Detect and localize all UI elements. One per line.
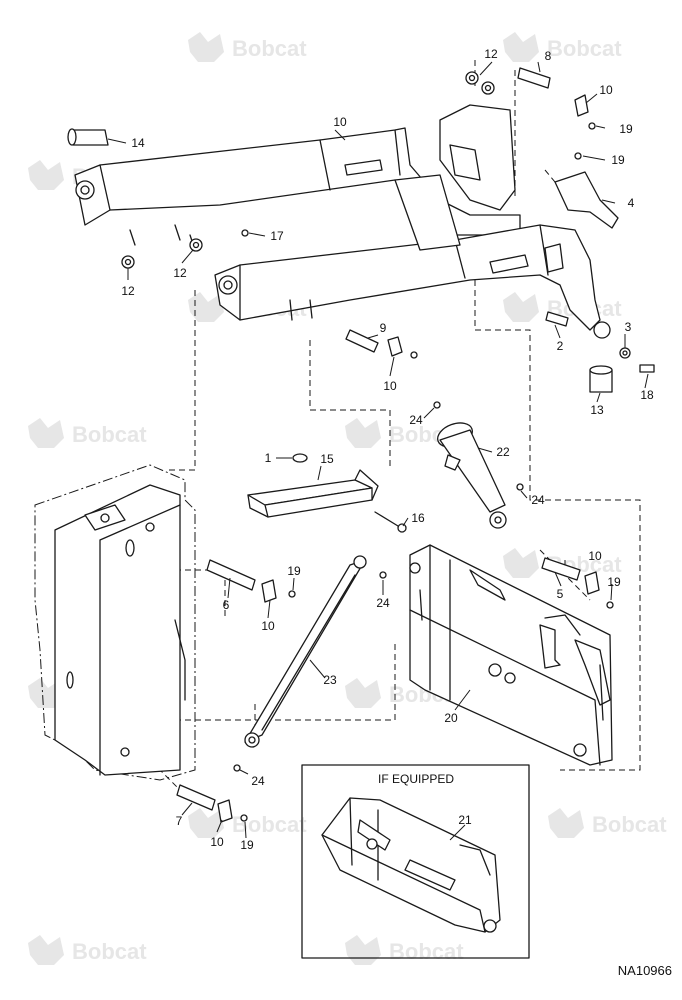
watermark: Bobcat — [188, 32, 307, 62]
callout-18: 18 — [640, 388, 654, 402]
cross-tube — [247, 469, 379, 518]
bobcat-logo-icon — [188, 292, 224, 322]
bobcat-logo-icon — [345, 935, 381, 965]
callout-20: 20 — [444, 711, 458, 725]
callout-19: 19 — [287, 564, 301, 578]
watermark-text: Bobcat — [232, 36, 307, 61]
callout-labels: 10 12 8 10 19 19 4 14 17 12 12 9 10 2 3 … — [121, 47, 654, 852]
watermark: Bobcat — [345, 935, 464, 965]
callout-4: 4 — [628, 196, 635, 210]
callout-2: 2 — [557, 339, 564, 353]
bob-tach-plate — [409, 544, 613, 766]
callout-24: 24 — [531, 493, 545, 507]
tilt-cylinder — [437, 422, 507, 529]
callout-1: 1 — [265, 451, 272, 465]
callout-19: 19 — [611, 153, 625, 167]
bob-tach-power-plate — [321, 797, 501, 933]
callout-24: 24 — [376, 596, 390, 610]
callout-11: 10 — [333, 115, 347, 129]
watermark-text: Bobcat — [389, 939, 464, 964]
bobcat-logo-icon — [503, 292, 539, 322]
watermark-text: Bobcat — [72, 939, 147, 964]
bobcat-logo-icon — [503, 548, 539, 578]
callout-10: 10 — [599, 83, 613, 97]
watermark: Bobcat — [548, 808, 667, 838]
callout-10: 10 — [210, 835, 224, 849]
bobcat-logo-icon — [28, 418, 64, 448]
callout-13: 13 — [590, 403, 604, 417]
inset-title: IF EQUIPPED — [378, 772, 454, 786]
callout-19: 19 — [607, 575, 621, 589]
callout-10: 10 — [588, 549, 602, 563]
callout-21: 21 — [458, 813, 472, 827]
bobcat-logo-icon — [28, 160, 64, 190]
callout-24: 24 — [251, 774, 265, 788]
watermark: Bobcat — [503, 32, 622, 62]
bobcat-logo-icon — [345, 418, 381, 448]
if-equipped-inset — [301, 764, 530, 959]
bobcat-logo-icon — [548, 808, 584, 838]
hardware-parts — [67, 67, 655, 823]
watermark-text: Bobcat — [547, 36, 622, 61]
watermark: Bobcat — [28, 935, 147, 965]
callout-12: 12 — [173, 266, 187, 280]
callout-14: 14 — [131, 136, 145, 150]
callout-12: 12 — [484, 47, 498, 61]
watermark: Bobcat — [188, 808, 307, 838]
callout-10: 10 — [261, 619, 275, 633]
callout-22: 22 — [496, 445, 510, 459]
callout-15: 15 — [320, 452, 334, 466]
callout-5: 5 — [557, 587, 564, 601]
callout-19: 19 — [240, 838, 254, 852]
callout-19: 19 — [619, 122, 633, 136]
bobcat-logo-icon — [28, 935, 64, 965]
bobcat-logo-icon — [503, 32, 539, 62]
watermark: Bobcat — [28, 418, 147, 448]
drawing-reference-code: NA10966 — [618, 963, 672, 978]
lift-arm-assembly — [74, 104, 611, 339]
loader-frame — [34, 464, 196, 781]
callout-24: 24 — [409, 413, 423, 427]
callout-17: 17 — [270, 229, 284, 243]
bobcat-logo-icon — [188, 808, 224, 838]
bracket-part — [554, 171, 619, 229]
callout-9: 9 — [380, 321, 387, 335]
callout-leaders — [107, 61, 649, 841]
callout-7: 7 — [176, 814, 183, 828]
watermark-text: Bobcat — [72, 422, 147, 447]
callout-12: 12 — [121, 284, 135, 298]
callout-8: 8 — [545, 49, 552, 63]
callout-23: 23 — [323, 673, 337, 687]
watermark-text: Bobcat — [592, 812, 667, 837]
callout-10: 10 — [383, 379, 397, 393]
bobcat-logo-icon — [188, 32, 224, 62]
lift-cylinder — [244, 555, 367, 748]
callout-6: 6 — [223, 598, 230, 612]
bobcat-logo-icon — [345, 678, 381, 708]
callout-16: 16 — [411, 511, 425, 525]
callout-3: 3 — [625, 320, 632, 334]
